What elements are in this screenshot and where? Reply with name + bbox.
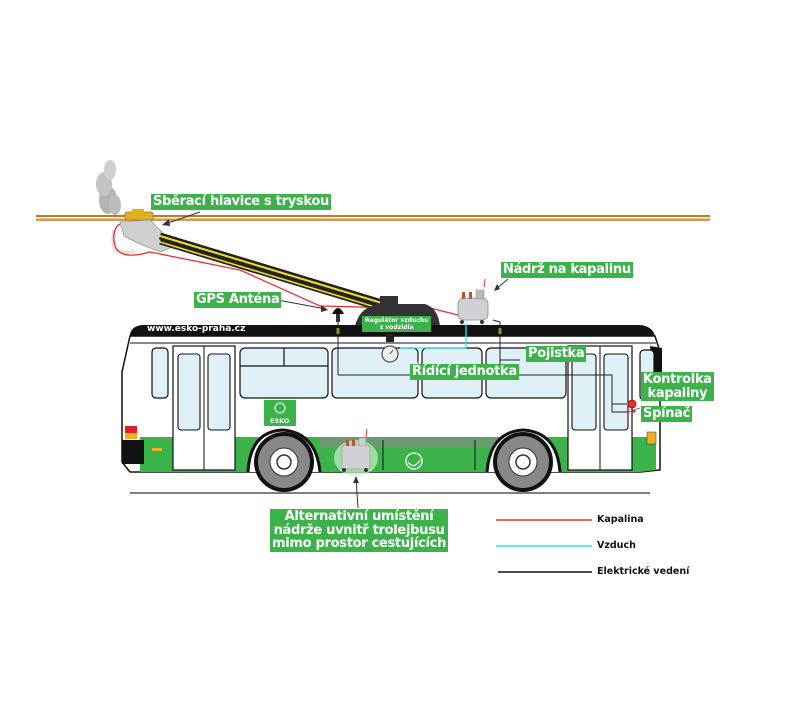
indicator-lamp-icon [627,399,637,409]
label-air-regulator-line2: z vodzidla [379,324,414,332]
pole-mount [380,296,398,308]
side-panel-logo [382,440,476,470]
esko-logo-text: ESKO [270,417,290,425]
arrowhead [162,219,170,226]
collector-pointer [164,211,201,225]
label-fluid-indicator: Kontrolka kapaliny [641,372,714,402]
trolley-poles [158,232,387,313]
label-fluid-tank: Nádrž na kapalinu [501,262,633,278]
front-door [567,345,633,471]
front-wheel [485,428,562,492]
legend-label-air: Vzduch [597,540,636,551]
rear-door [172,345,236,471]
spray-mist-icon [96,160,121,215]
fluid-tank-icon [457,278,489,324]
legend-label-fluid: Kapalina [597,514,644,525]
label-alternative-tank-line2: nádrže uvnitř trolejbusu [273,522,445,538]
pressure-gauge-icon [381,334,399,363]
arrowhead [494,284,500,291]
gps-antenna-icon [332,308,344,322]
legend-label-electric: Elektrické vedení [597,566,690,577]
rear-wheel [246,428,322,492]
label-fuse: Pojistka [526,346,587,362]
label-alternative-tank: Alternativní umístění nádrže uvnitř trol… [270,509,449,552]
legend [496,519,592,573]
esko-logo [264,400,296,426]
arrowhead [353,476,359,483]
label-air-regulator-line1: Regulátor vzduchu [365,317,429,324]
label-alternative-tank-line1: Alternativní umístění [284,509,434,524]
switch-icon [626,407,641,414]
label-fluid-indicator-line2: kapaliny [647,385,708,401]
label-switch: Spínač [641,406,693,422]
label-alternative-tank-line3: mimo prostor cestujících [272,536,447,552]
label-collector-head: Sběrací hlavice s tryskou [151,194,331,210]
bus-website-text: www.esko-praha.cz [147,324,246,334]
arrowhead [321,305,328,312]
air-line [400,324,467,349]
fluid-line [113,223,471,319]
alternative-tank-icon [334,428,378,476]
label-gps-antenna: GPS Anténa [194,292,282,308]
label-air-regulator: Regulátor vzduchu z vodzidla [362,316,432,333]
electrical-wiring [336,319,628,413]
label-control-unit: Řídící jednotka [410,364,519,380]
label-fluid-indicator-line1: Kontrolka [643,372,712,387]
